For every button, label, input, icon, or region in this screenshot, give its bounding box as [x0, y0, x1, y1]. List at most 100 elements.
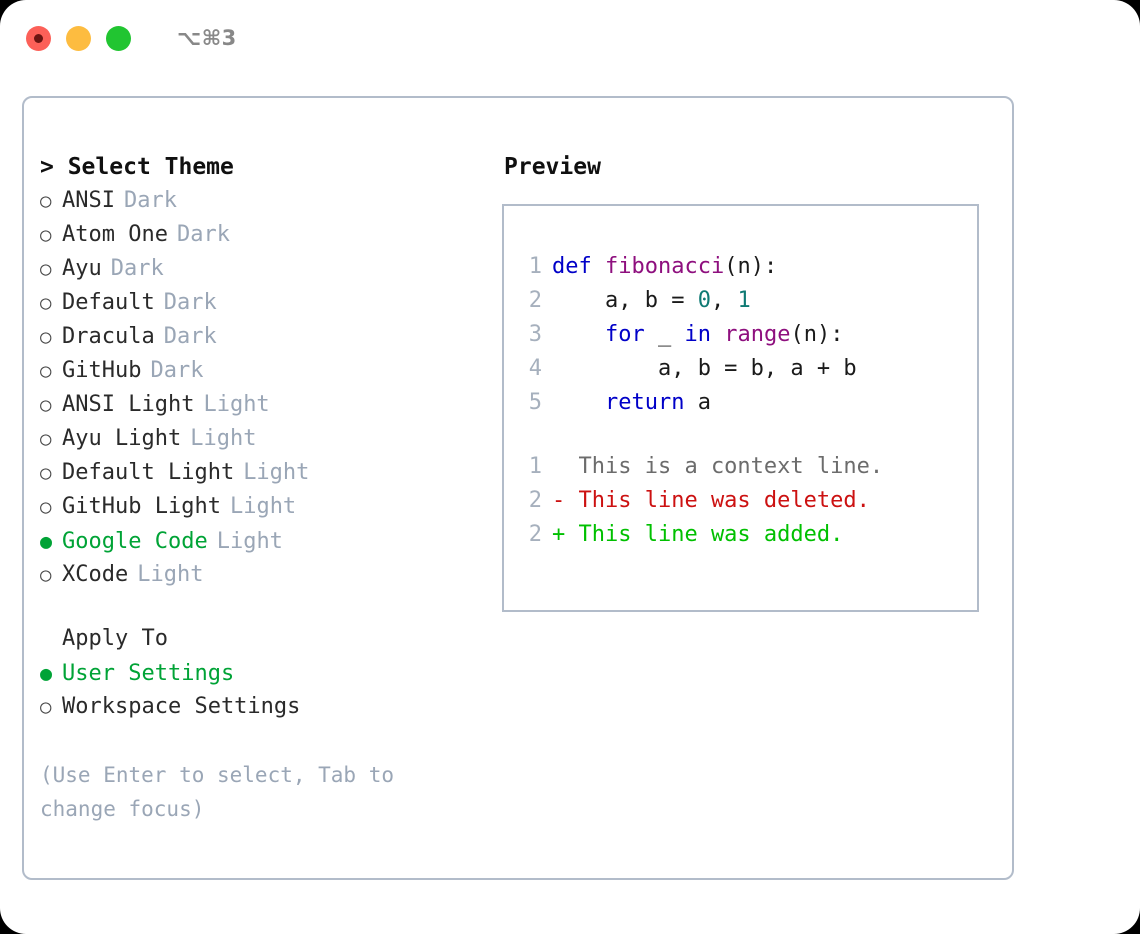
theme-option-label: Google Code	[62, 529, 208, 554]
apply-to-option-list[interactable]: ● User Settings ○Workspace Settings	[40, 656, 494, 724]
theme-option-default-light[interactable]: ○ Default Light Light	[40, 456, 494, 490]
theme-variant-tag: Dark	[176, 222, 230, 247]
code-line-text: + This line was added.	[552, 518, 843, 552]
theme-option-label: Ayu Light	[62, 426, 182, 451]
theme-option-ayu[interactable]: ○ Ayu Dark	[40, 252, 494, 286]
theme-option-label: Ayu	[62, 256, 102, 281]
theme-option-label: Default Light	[62, 460, 235, 485]
theme-option-label: Atom One	[62, 222, 168, 247]
close-button[interactable]	[26, 25, 51, 51]
radio-unselected-icon: ○	[40, 496, 52, 518]
code-line-row: 4 a, b = b, a + b	[516, 352, 977, 386]
theme-option-label: ANSI Light	[62, 392, 195, 417]
theme-variant-tag: Dark	[110, 256, 164, 281]
select-theme-title: Select Theme	[67, 154, 234, 180]
code-line-row: 2 a, b = 0, 1	[516, 284, 977, 318]
apply-to-option-label: User Settings	[62, 661, 235, 686]
diff-line-row: 2+ This line was added.	[516, 518, 977, 552]
code-token-ctx: This is a context line.	[552, 454, 884, 479]
code-token-num: 1	[737, 288, 751, 313]
code-line-text: a, b = b, a + b	[552, 352, 857, 386]
code-line-text: a, b = 0, 1	[552, 284, 751, 318]
diff-line-row: 2 - This line was deleted.	[516, 484, 977, 518]
code-token-pl: a	[684, 390, 711, 415]
theme-variant-tag: Light	[137, 562, 204, 587]
code-token-pl	[552, 390, 605, 415]
code-token-pl	[711, 322, 724, 347]
code-line-number: 1	[528, 454, 542, 479]
code-line-row: 1 def fibonacci(n):	[516, 250, 977, 284]
select-theme-heading: > Select Theme	[40, 150, 494, 184]
theme-option-dracula[interactable]: ○ Dracula Dark	[40, 320, 494, 354]
code-token-kw: in	[684, 322, 711, 347]
code-token-pl: (n):	[790, 322, 844, 347]
radio-unselected-icon: ○	[40, 462, 52, 484]
theme-option-github-light[interactable]: ○ GitHub Light Light	[40, 490, 494, 524]
theme-variant-tag: Light	[190, 426, 257, 451]
theme-option-atom-one[interactable]: ○ Atom One Dark	[40, 218, 494, 252]
code-line-text: for _ in range(n):	[552, 318, 843, 352]
radio-unselected-icon: ○	[40, 292, 52, 314]
theme-option-label: GitHub	[62, 358, 142, 383]
radio-selected-icon: ●	[40, 529, 53, 553]
code-token-pl	[552, 322, 605, 347]
maximize-button[interactable]	[106, 25, 131, 51]
minimize-button[interactable]	[66, 25, 91, 51]
diff-sample-block: 1 This is a context line. 2 - This line wa…	[516, 450, 977, 552]
radio-unselected-icon: ○	[40, 258, 52, 280]
code-token-pl: (n):	[724, 254, 778, 279]
code-line-text: - This line was deleted.	[552, 484, 870, 518]
radio-selected-icon: ●	[40, 661, 53, 685]
theme-variant-tag: Dark	[163, 324, 217, 349]
code-line-number: 2	[528, 288, 542, 313]
code-line-number: 2	[528, 488, 542, 513]
code-line-text: return a	[552, 386, 711, 420]
code-token-pl: ,	[710, 288, 738, 313]
apply-to-heading: Apply To	[62, 626, 168, 651]
radio-unselected-icon: ○	[40, 190, 52, 212]
code-diff-spacer	[516, 420, 977, 450]
radio-unselected-icon: ○	[40, 428, 52, 450]
code-line-number: 4	[528, 356, 542, 381]
theme-option-google-code[interactable]: ● Google Code Light	[40, 524, 494, 558]
apply-to-option-workspace-settings[interactable]: ○Workspace Settings	[40, 690, 494, 724]
preview-heading: Preview	[504, 154, 601, 180]
code-token-fn: range	[724, 322, 791, 347]
theme-variant-tag: Light	[243, 460, 310, 485]
theme-variant-tag: Dark	[123, 188, 177, 213]
code-line-number: 5	[528, 390, 542, 415]
code-token-pl: a, b =	[552, 288, 698, 313]
radio-unselected-icon: ○	[40, 326, 52, 348]
theme-variant-tag: Light	[216, 529, 283, 554]
keyboard-hint-text: (Use Enter to select, Tab to change focu…	[40, 763, 407, 821]
theme-variant-tag: Light	[229, 494, 297, 519]
theme-option-ayu-light[interactable]: ○ Ayu Light Light	[40, 422, 494, 456]
code-token-del: - This line was deleted.	[552, 488, 870, 513]
theme-variant-tag: Light	[203, 392, 270, 417]
radio-unselected-icon: ○	[40, 224, 52, 246]
code-token-kw: for	[604, 322, 645, 347]
code-line-row: 3 for _ in range(n):	[516, 318, 977, 352]
code-line-row: 5 return a	[516, 386, 977, 420]
code-token-pl: _	[644, 322, 685, 347]
radio-unselected-icon: ○	[40, 564, 52, 586]
theme-option-label: GitHub Light	[62, 494, 221, 519]
code-line-text: def fibonacci(n):	[552, 250, 777, 284]
apply-to-option-user-settings[interactable]: ● User Settings	[40, 656, 494, 690]
theme-option-label: Dracula	[62, 324, 155, 349]
keyboard-shortcut-label: ⌥⌘3	[177, 26, 237, 50]
code-line-number: 1	[528, 254, 542, 279]
code-token-pl: a, b = b, a + b	[552, 356, 857, 381]
